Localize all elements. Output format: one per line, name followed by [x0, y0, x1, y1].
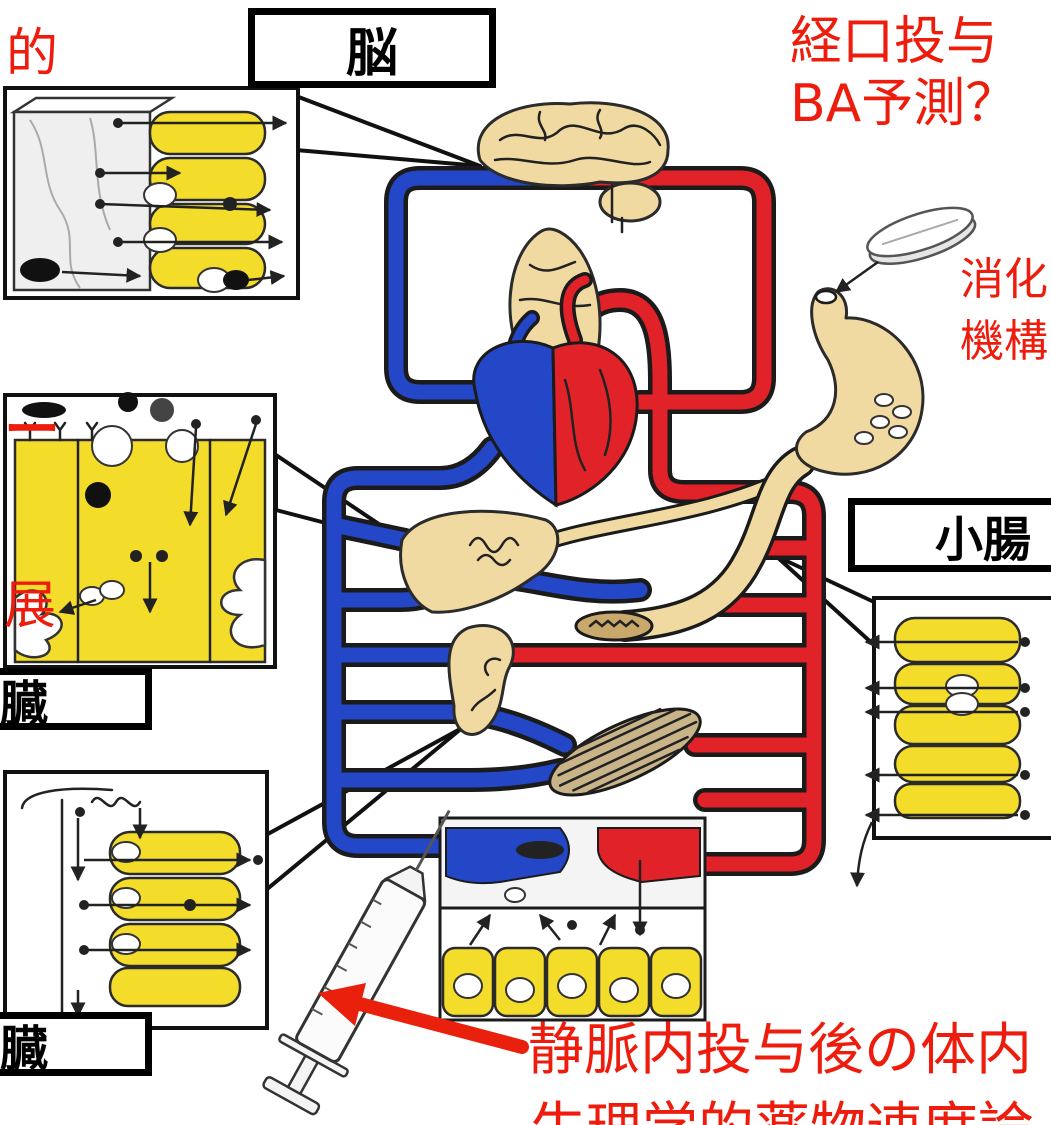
left-dash: ー [4, 400, 60, 462]
brain-label-box: 脳 [248, 8, 496, 88]
drug-molecule [191, 419, 201, 429]
iv-caption-line2: 生理学的薬物速度論 [530, 1100, 1045, 1125]
drug-molecule [156, 550, 168, 562]
large-molecule [20, 258, 60, 282]
tubular-cell [110, 968, 240, 1006]
enterocyte [895, 746, 1020, 782]
small-intestine-inset [857, 598, 1051, 886]
tissue-capillary-bed [440, 818, 705, 1020]
stomach-opening [816, 291, 836, 303]
transporter [100, 581, 124, 599]
large-molecule [223, 270, 249, 290]
brain-inset-pointer [296, 96, 480, 166]
drug-molecule [1020, 707, 1030, 717]
cell-nucleus [610, 978, 638, 1002]
neural-cell [150, 112, 265, 154]
cell-nucleus [454, 974, 482, 998]
oral-title-line1: 経口投与 [790, 14, 998, 71]
heart [474, 341, 637, 505]
oral-title-line2: BA予測？ [790, 76, 1017, 133]
drug-molecule [75, 807, 85, 817]
cell-nucleus [558, 974, 586, 998]
cerebellum [600, 183, 660, 221]
tablet-particle [871, 416, 889, 428]
brain [478, 103, 668, 232]
capillary-nucleus [516, 841, 564, 859]
drug-molecule [567, 920, 577, 930]
left-fragment: 展 [4, 578, 56, 635]
liver-label-box: 臓 [0, 668, 152, 730]
drug-molecule [1020, 637, 1030, 647]
enterocyte [895, 784, 1020, 818]
kidney-label: 臓 [0, 1009, 48, 1079]
enterocyte [895, 618, 1020, 662]
large-molecule [150, 398, 174, 422]
liver [401, 511, 558, 612]
top-left-fragment: 的 [6, 26, 58, 83]
portal-flow-arrow [857, 822, 872, 886]
cell-nucleus [506, 978, 534, 1002]
cell-nucleus [662, 974, 690, 998]
drug-molecule [251, 415, 261, 425]
heart-left-side [553, 343, 637, 505]
kidney-label-box: 臓 [0, 1012, 152, 1076]
tablet-particle [893, 406, 911, 418]
blood-cell [505, 888, 525, 902]
liver-label: 臓 [0, 664, 48, 734]
small-intestine-label-box: 小腸 [848, 498, 1051, 572]
stomach [796, 289, 923, 475]
vesicle [85, 482, 111, 508]
tablet-particle [855, 432, 873, 444]
drug-molecule [1020, 683, 1030, 693]
brain-label: 脳 [346, 11, 398, 86]
ingestion-arrow [836, 262, 878, 292]
transporter [144, 183, 176, 207]
small-intestine-label: 小腸 [935, 500, 1031, 570]
drug-molecule [635, 925, 645, 935]
tablet-particle [875, 394, 893, 406]
digest-line1: 消化 [960, 256, 1048, 304]
transporter [144, 228, 176, 252]
heart-right-side [474, 341, 556, 505]
liver-lobe [401, 511, 558, 612]
iv-caption-line1: 静脈内投与後の体内 [528, 1020, 1032, 1082]
drug-molecule [253, 855, 263, 865]
drug-molecule [1020, 810, 1030, 820]
tablet-particle [889, 426, 907, 438]
drug-molecule [1020, 770, 1030, 780]
membrane-pit [92, 426, 132, 466]
kidney-inset-pointer [266, 728, 462, 890]
drug-molecule [130, 550, 142, 562]
endothelium-slab-top [14, 98, 172, 112]
large-molecule [118, 392, 138, 412]
kidney-inset [5, 772, 267, 1028]
brain-barrier-inset [5, 88, 298, 298]
syringe-barrel [294, 878, 426, 1064]
cerebrum [478, 103, 668, 186]
digest-line2: 機構 [960, 318, 1048, 366]
